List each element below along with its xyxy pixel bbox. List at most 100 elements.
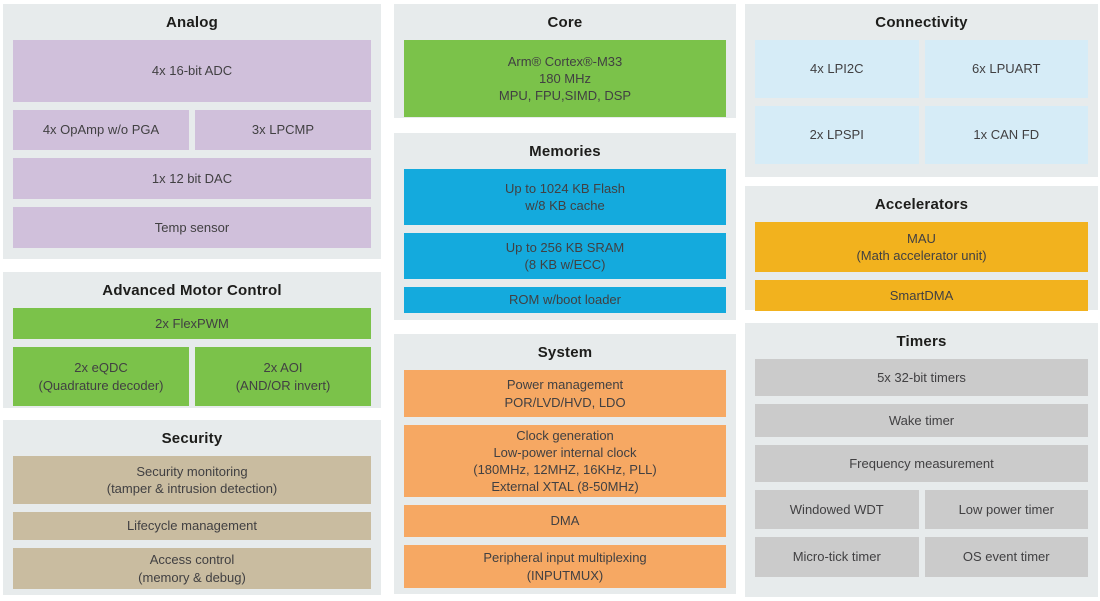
panel-title-motor: Advanced Motor Control (102, 282, 282, 299)
panel-accelerators: Accelerators MAU (Math accelerator unit)… (745, 186, 1098, 311)
panel-title-accelerators: Accelerators (874, 196, 969, 213)
block-label: 1x CAN FD (973, 127, 1040, 143)
block-label: Peripheral input multiplexing (483, 550, 647, 566)
panel-title-analog: Analog (165, 14, 219, 31)
column-left: Analog 4x 16-bit ADC 4x OpAmp w/o PGA 3x… (3, 4, 381, 597)
panel-system: System Power management POR/LVD/HVD, LDO… (394, 334, 736, 594)
block-power-management: Power management POR/LVD/HVD, LDO (404, 370, 726, 417)
block-label: 4x OpAmp w/o PGA (42, 122, 160, 138)
column-right: Connectivity 4x LPI2C 6x LPUART 2x LPSPI (745, 4, 1098, 597)
security-blocks: Security monitoring (tamper & intrusion … (13, 456, 371, 589)
panel-title-timers: Timers (896, 333, 947, 350)
core-blocks: Arm® Cortex®-M33 180 MHz MPU, FPU,SIMD, … (404, 40, 726, 117)
block-flexpwm: 2x FlexPWM (13, 308, 371, 339)
block-aoi: 2x AOI (AND/OR invert) (195, 347, 371, 406)
block-mau: MAU (Math accelerator unit) (755, 222, 1088, 272)
block-label: (Quadrature decoder) (38, 377, 164, 393)
block-access-control: Access control (memory & debug) (13, 548, 371, 589)
block-wake-timer: Wake timer (755, 404, 1088, 437)
analog-blocks: 4x 16-bit ADC 4x OpAmp w/o PGA 3x LPCMP … (13, 40, 371, 248)
block-label: Temp sensor (154, 219, 230, 235)
block-label: Access control (149, 552, 235, 568)
block-frequency-measurement: Frequency measurement (755, 445, 1088, 482)
block-eqdc: 2x eQDC (Quadrature decoder) (13, 347, 189, 406)
block-flash: Up to 1024 KB Flash w/8 KB cache (404, 169, 726, 225)
block-label: (tamper & intrusion detection) (106, 481, 278, 496)
block-label: Security monitoring (136, 463, 248, 479)
block-label: (AND/OR invert) (235, 377, 331, 393)
block-dma: DMA (404, 505, 726, 537)
block-label: DMA (550, 513, 580, 529)
block-windowed-wdt: Windowed WDT (755, 490, 919, 529)
panel-title-connectivity: Connectivity (875, 14, 968, 31)
block-label: (Math accelerator unit) (856, 248, 987, 263)
block-label: Up to 256 KB SRAM (505, 239, 625, 255)
block-label: Arm® Cortex®-M33 (507, 53, 623, 69)
memories-blocks: Up to 1024 KB Flash w/8 KB cache Up to 2… (404, 169, 726, 313)
timers-blocks: 5x 32-bit timers Wake timer Frequency me… (755, 359, 1088, 577)
panel-title-memories: Memories (529, 143, 601, 160)
block-sram: Up to 256 KB SRAM (8 KB w/ECC) (404, 233, 726, 279)
block-label: Wake timer (888, 412, 955, 428)
panel-title-system: System (537, 344, 593, 361)
block-label: Up to 1024 KB Flash (505, 180, 625, 196)
block-label: 2x LPSPI (809, 127, 864, 143)
block-cortex-m33: Arm® Cortex®-M33 180 MHz MPU, FPU,SIMD, … (404, 40, 726, 117)
block-label: 5x 32-bit timers (877, 369, 966, 385)
accelerators-blocks: MAU (Math accelerator unit) SmartDMA (755, 222, 1088, 311)
block-label: w/8 KB cache (525, 198, 605, 213)
block-label: Low power timer (958, 501, 1054, 517)
block-label: 4x LPI2C (810, 61, 864, 77)
block-rom: ROM w/boot loader (404, 287, 726, 313)
block-label: Power management (506, 377, 624, 393)
analog-row: 4x OpAmp w/o PGA 3x LPCMP (13, 110, 371, 150)
block-micro-tick-timer: Micro-tick timer (755, 537, 919, 577)
block-inputmux: Peripheral input multiplexing (INPUTMUX) (404, 545, 726, 588)
block-low-power-timer: Low power timer (924, 490, 1088, 529)
block-label: Micro-tick timer (792, 549, 881, 565)
block-lpcmp: 3x LPCMP (195, 110, 371, 150)
block-label: 2x FlexPWM (155, 315, 229, 331)
block-dac: 1x 12 bit DAC (13, 158, 371, 199)
block-opamp: 4x OpAmp w/o PGA (13, 110, 189, 150)
panel-title-core: Core (547, 14, 583, 31)
block-label: 3x LPCMP (251, 122, 315, 138)
block-label: (180MHz, 12MHZ, 16KHz, PLL) (473, 462, 657, 477)
block-label: 4x 16-bit ADC (151, 63, 233, 79)
block-label: (INPUTMUX) (526, 567, 604, 583)
block-label: Low-power internal clock (493, 444, 637, 460)
block-label: (8 KB w/ECC) (524, 257, 606, 272)
connectivity-blocks: 4x LPI2C 6x LPUART 2x LPSPI 1x CAN FD (755, 40, 1088, 164)
block-canfd: 1x CAN FD (924, 106, 1088, 164)
block-temp-sensor: Temp sensor (13, 207, 371, 248)
panel-analog: Analog 4x 16-bit ADC 4x OpAmp w/o PGA 3x… (3, 4, 381, 259)
block-label: Frequency measurement (849, 455, 994, 471)
block-label: MAU (907, 230, 936, 246)
block-label: ROM w/boot loader (509, 292, 621, 308)
block-label: 2x AOI (263, 360, 303, 376)
block-lpspi: 2x LPSPI (755, 106, 919, 164)
timers-row: Windowed WDT Low power timer (755, 490, 1088, 529)
panel-title-security: Security (161, 430, 223, 447)
block-label: 6x LPUART (972, 61, 1041, 77)
block-label: Clock generation (516, 427, 614, 443)
block-32bit-timers: 5x 32-bit timers (755, 359, 1088, 396)
block-label: 1x 12 bit DAC (151, 170, 233, 186)
panel-core: Core Arm® Cortex®-M33 180 MHz MPU, FPU,S… (394, 4, 736, 118)
panel-timers: Timers 5x 32-bit timers Wake timer Frequ… (745, 323, 1098, 597)
block-label: Lifecycle management (126, 518, 258, 534)
connectivity-row: 4x LPI2C 6x LPUART (755, 40, 1088, 98)
system-blocks: Power management POR/LVD/HVD, LDO Clock … (404, 370, 726, 588)
block-label: POR/LVD/HVD, LDO (504, 394, 626, 410)
connectivity-row: 2x LPSPI 1x CAN FD (755, 106, 1088, 164)
block-clock-generation: Clock generation Low-power internal cloc… (404, 425, 726, 497)
block-label: OS event timer (962, 549, 1050, 565)
block-label: 180 MHz (538, 70, 592, 86)
block-label: Windowed WDT (789, 501, 884, 517)
motor-row: 2x eQDC (Quadrature decoder) 2x AOI (AND… (13, 347, 371, 406)
block-label: MPU, FPU,SIMD, DSP (498, 88, 632, 104)
timers-row: Micro-tick timer OS event timer (755, 537, 1088, 577)
block-lifecycle-management: Lifecycle management (13, 512, 371, 540)
panel-connectivity: Connectivity 4x LPI2C 6x LPUART 2x LPSPI (745, 4, 1098, 177)
